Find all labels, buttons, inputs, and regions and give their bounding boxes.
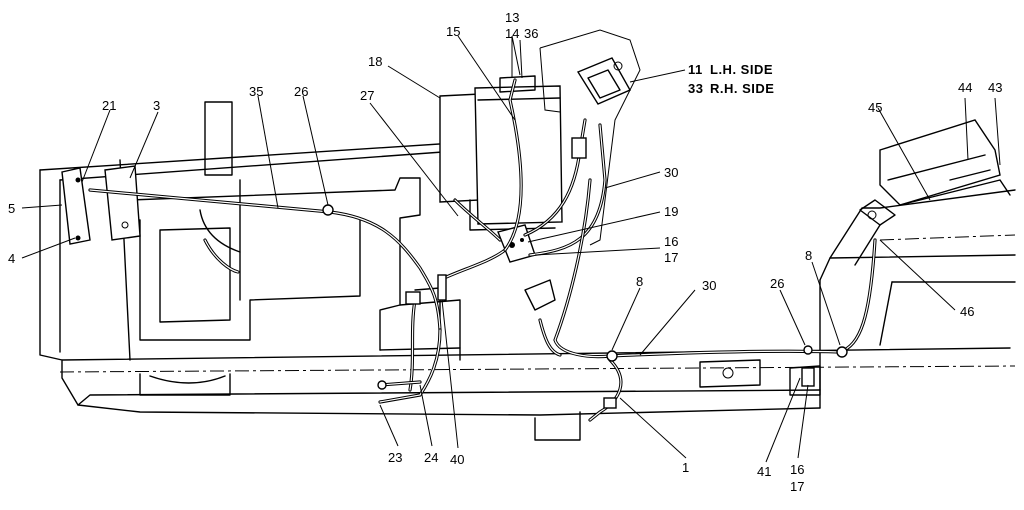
callout-23: 23	[388, 450, 402, 465]
engine-block	[129, 101, 461, 361]
callout-16-upper: 16	[664, 234, 678, 249]
callout-15: 15	[446, 24, 460, 39]
callout-13: 13	[505, 10, 519, 25]
callout-19: 19	[664, 204, 678, 219]
callout-43: 43	[988, 80, 1002, 95]
callout-8-left: 8	[636, 274, 643, 289]
callout-35: 35	[249, 84, 263, 99]
callout-44: 44	[958, 80, 972, 95]
callout-14: 14	[505, 26, 519, 41]
mid-bracket	[524, 279, 821, 441]
callout-labels: 13 14 36 15 18 11 L.H. SIDE 33 R.H. SIDE…	[8, 10, 1002, 494]
callout-24: 24	[424, 450, 438, 465]
callout-18: 18	[368, 54, 382, 69]
left-bracket	[61, 165, 141, 245]
callout-26-left: 26	[294, 84, 308, 99]
side-connector	[576, 57, 631, 105]
callout-30-mid: 30	[702, 278, 716, 293]
leader-lines	[21, 35, 1001, 463]
callout-17-upper: 17	[664, 250, 678, 265]
callout-36: 36	[524, 26, 538, 41]
callout-11: 11	[688, 62, 703, 77]
callout-33: 33	[688, 81, 703, 96]
callout-45: 45	[868, 100, 882, 115]
callout-1: 1	[682, 460, 689, 475]
callout-3: 3	[153, 98, 160, 113]
wire-clips	[322, 137, 848, 409]
callout-8-right: 8	[805, 248, 812, 263]
callout-46: 46	[960, 304, 974, 319]
callout-27: 27	[360, 88, 374, 103]
callout-33-text: R.H. SIDE	[710, 81, 774, 96]
callout-5: 5	[8, 201, 15, 216]
callout-11-text: L.H. SIDE	[710, 62, 773, 77]
callout-40: 40	[450, 452, 464, 467]
callout-17-lower: 17	[790, 479, 804, 494]
callout-16-lower: 16	[790, 462, 804, 477]
callout-41: 41	[757, 464, 771, 479]
seat-assembly	[854, 119, 1011, 266]
callout-4: 4	[8, 251, 15, 266]
callout-21: 21	[102, 98, 116, 113]
callout-30-top: 30	[664, 165, 678, 180]
callout-26-right: 26	[770, 276, 784, 291]
